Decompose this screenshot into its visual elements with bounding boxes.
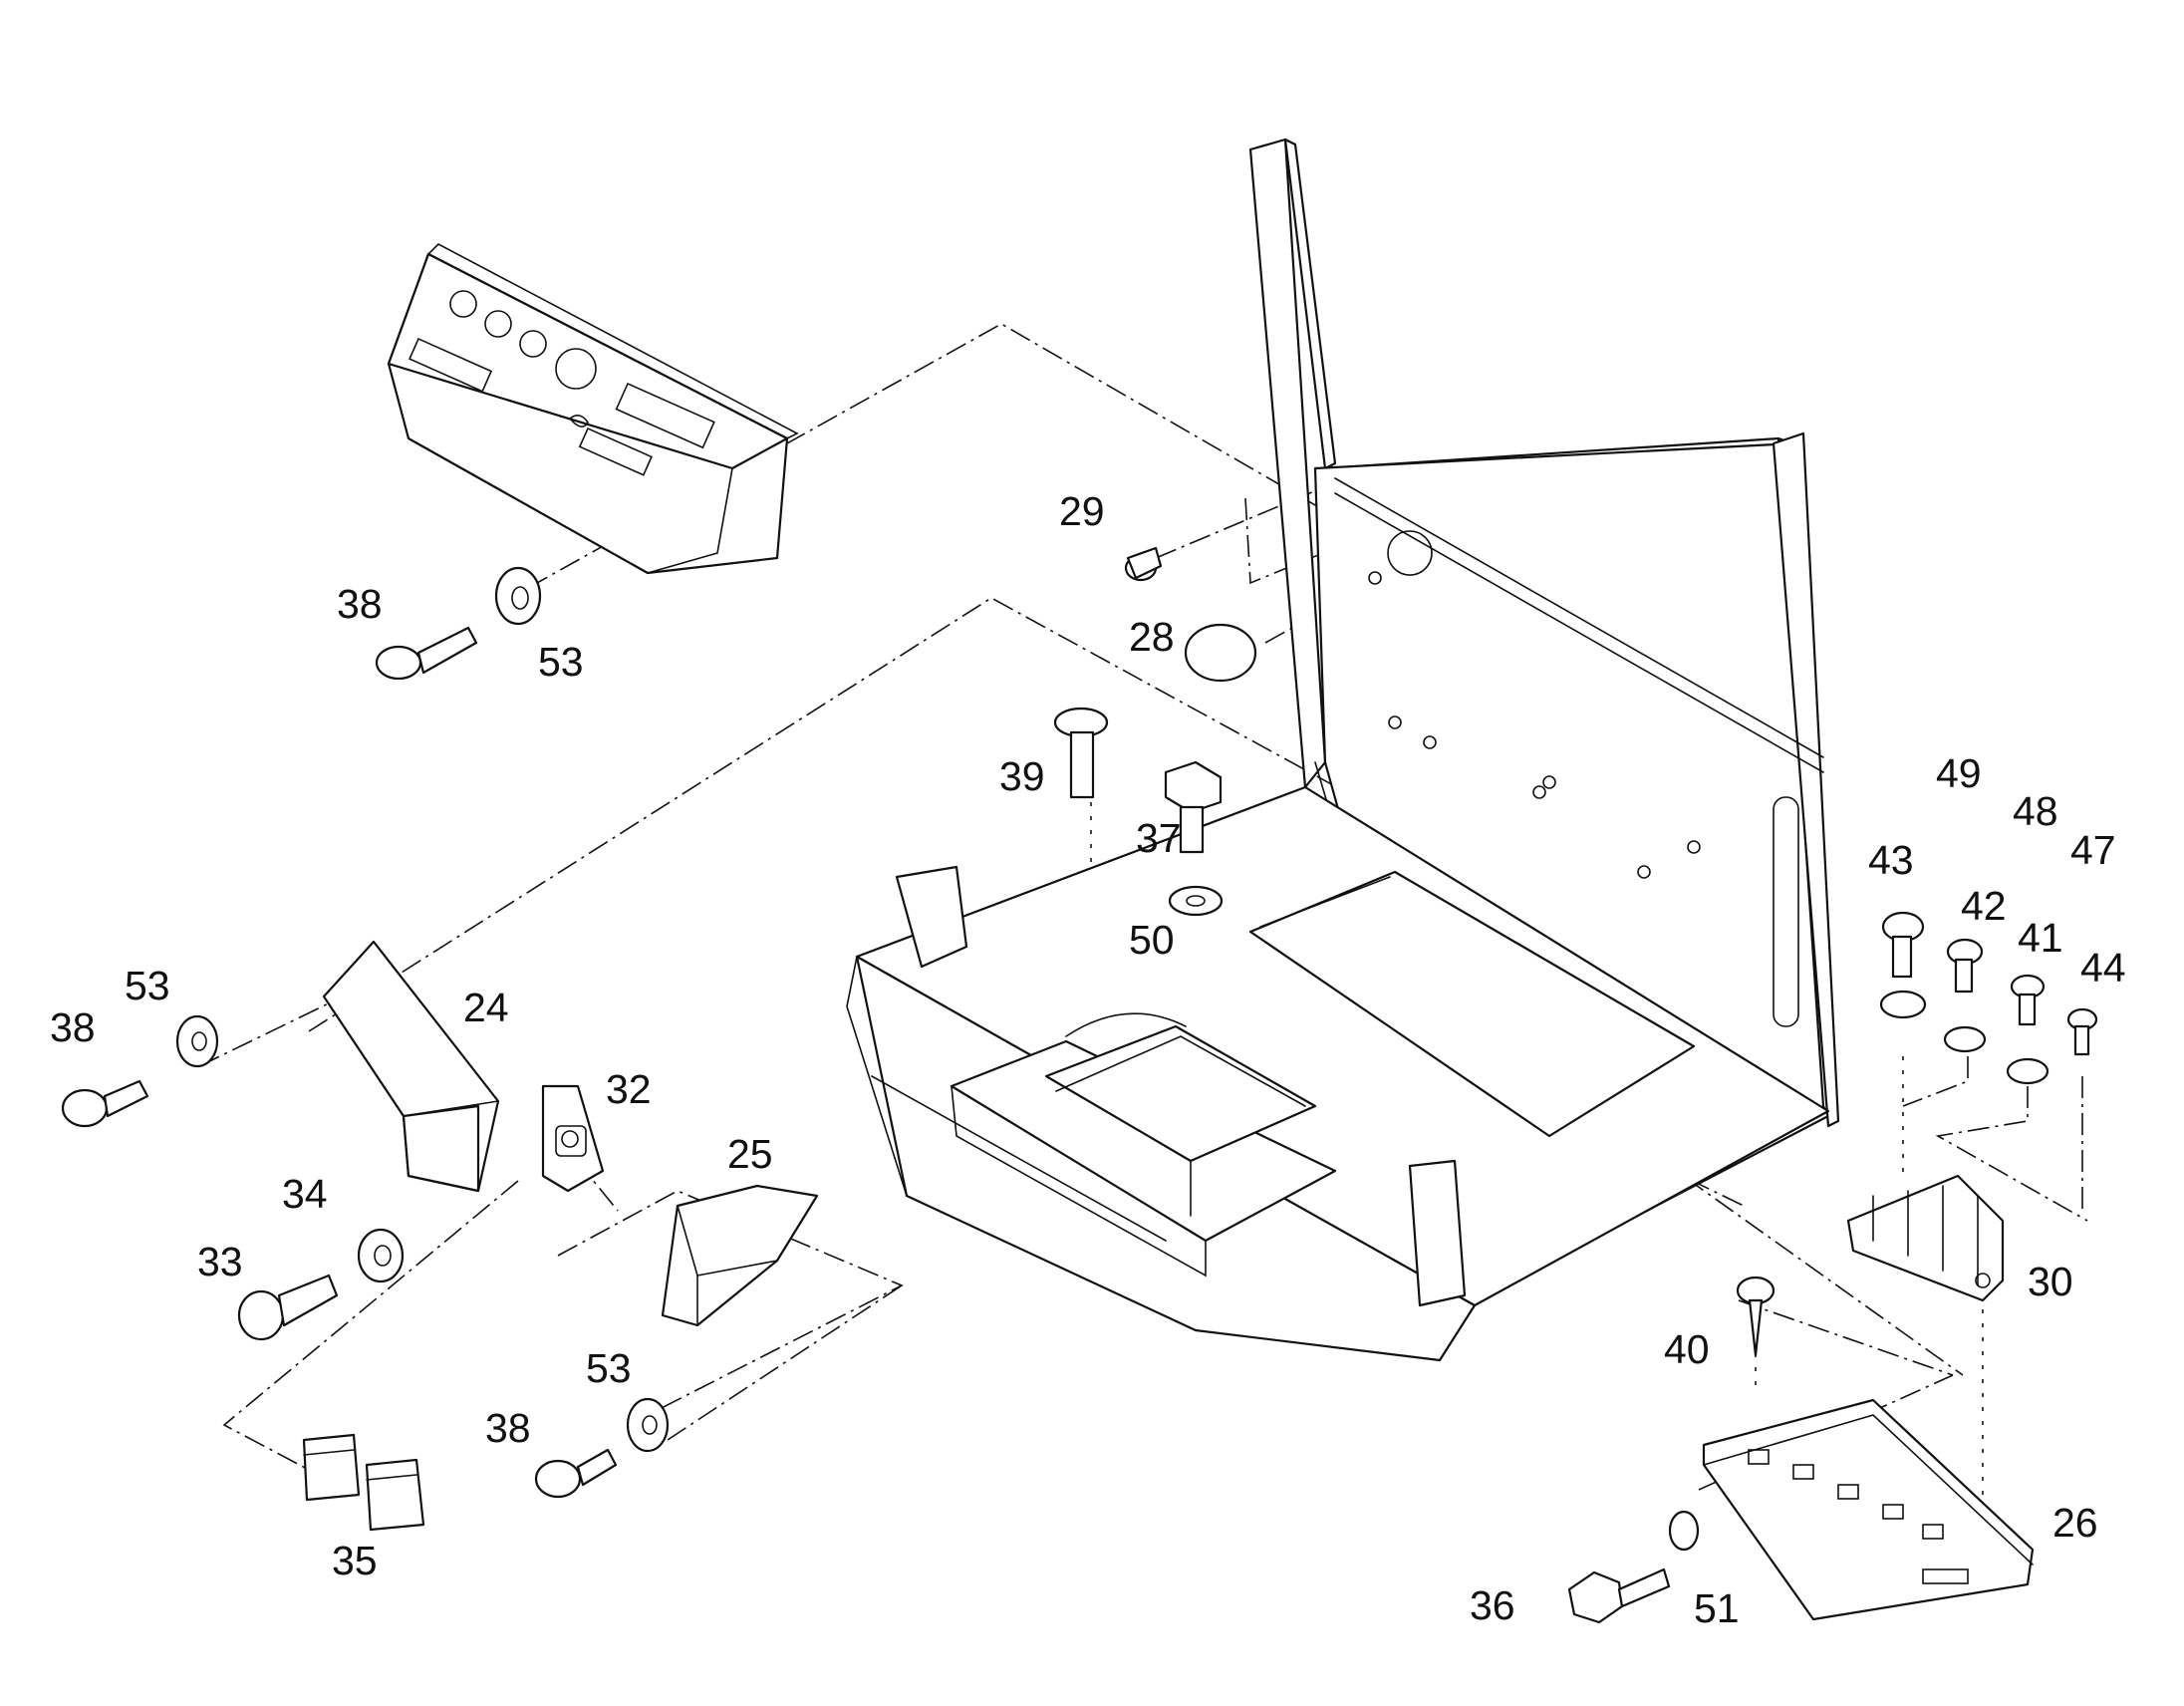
washer-47 [2006,1057,2049,1085]
part-number-labels: 24 25 26 28 29 30 32 33 34 35 36 37 38 3… [50,488,2126,1631]
part-24-bracket [322,940,500,1193]
screw-41 [2010,974,2046,1026]
inner-tray [950,1012,1337,1278]
washer-48 [1943,1025,1987,1053]
label-41: 41 [2018,915,2063,961]
label-39: 39 [999,753,1045,799]
label-40: 40 [1664,1326,1710,1372]
label-30: 30 [2028,1259,2073,1304]
control-panel [387,243,799,575]
label-32: 32 [606,1066,652,1112]
label-47: 47 [2070,827,2116,873]
washer-53-top [494,566,542,626]
label-34: 34 [282,1171,328,1217]
label-53-top: 53 [538,639,584,685]
label-53-left: 53 [125,963,170,1008]
bolt-36 [1567,1567,1671,1624]
label-38-bottom: 38 [485,1405,531,1451]
cap-28 [1184,623,1257,683]
screw-38-left [61,1079,149,1128]
label-43: 43 [1868,837,1914,883]
lock-washer-34 [357,1228,405,1283]
screw-33 [237,1274,339,1341]
cabinet-frame [846,138,1840,1362]
part-35-clips [302,1433,425,1532]
label-38-top: 38 [337,581,383,627]
label-33: 33 [197,1239,243,1284]
label-28: 28 [1129,614,1175,660]
label-44: 44 [2080,945,2126,991]
label-29: 29 [1059,488,1105,534]
label-53-bottom: 53 [586,1345,632,1391]
washer-53-bottom [626,1397,670,1453]
label-42: 42 [1961,883,2007,929]
screw-42 [1946,938,1984,994]
plug-29 [1124,546,1163,582]
label-36: 36 [1470,1582,1515,1628]
screw-38-bottom [534,1448,618,1499]
washer-50 [1168,885,1224,917]
screw-44 [2066,1007,2098,1056]
part-26-circuit-board [1702,1398,2035,1621]
label-25: 25 [727,1131,773,1177]
label-35: 35 [332,1538,378,1583]
label-37: 37 [1136,815,1182,861]
label-48: 48 [2013,788,2058,834]
label-49: 49 [1936,750,1982,796]
label-38-left: 38 [50,1004,96,1050]
bolt-37 [1164,760,1223,854]
part-30-terminal-block [1846,1174,2005,1302]
screw-40 [1736,1276,1775,1357]
washer-49 [1879,990,1927,1019]
label-51: 51 [1694,1585,1740,1631]
fasteners [61,546,2098,1624]
part-32-clip [541,1084,605,1193]
label-24: 24 [463,985,509,1030]
washer-51 [1668,1510,1700,1552]
screw-43 [1881,911,1925,979]
washer-53-left [175,1014,219,1068]
label-26: 26 [2052,1500,2098,1546]
label-50: 50 [1129,917,1175,963]
screw-38-top [375,626,478,681]
part-25-bracket [661,1184,819,1327]
screw-39 [1053,707,1109,799]
